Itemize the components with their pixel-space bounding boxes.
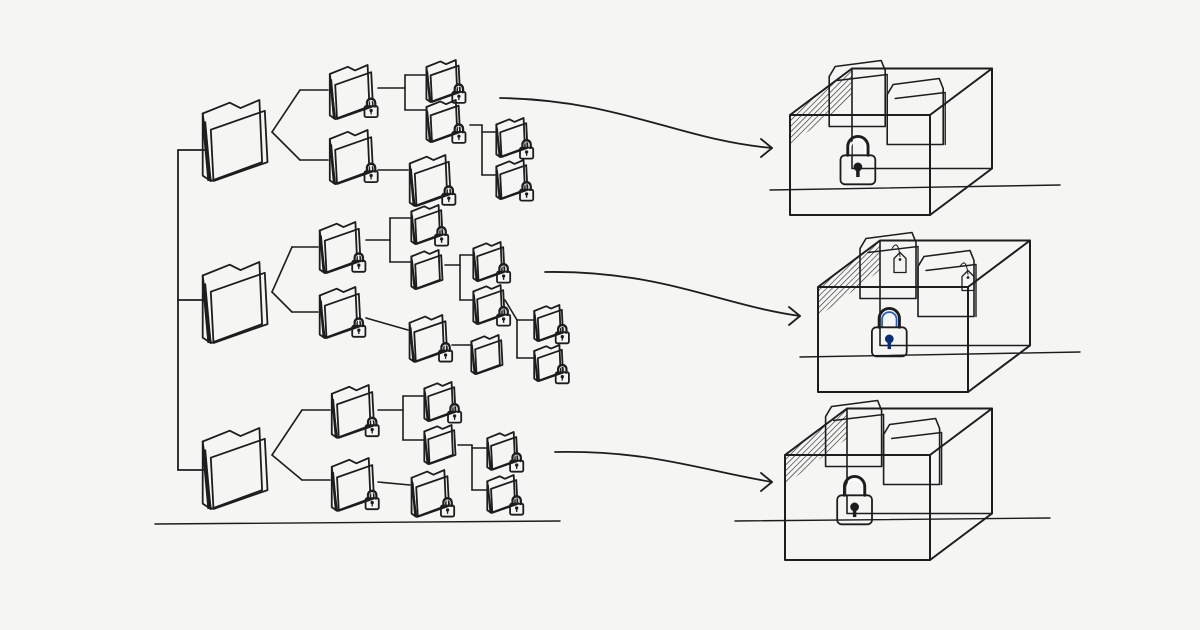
lock-icon <box>870 307 908 358</box>
folder-icon <box>886 77 946 146</box>
storage-box-2 <box>817 231 1031 393</box>
lock-icon <box>451 83 467 104</box>
lock-icon <box>441 185 457 206</box>
folder-icon <box>201 261 269 344</box>
lock-icon <box>440 497 456 518</box>
lock-icon <box>509 452 525 473</box>
lock-icon <box>351 317 367 338</box>
lock-icon <box>451 123 467 144</box>
lock-icon <box>496 263 512 284</box>
lock-icon <box>447 403 463 424</box>
tree-connectors <box>177 74 534 491</box>
arrow-icon <box>554 450 773 492</box>
folder-icon <box>318 286 362 339</box>
folder-icon <box>533 304 564 342</box>
folder-icon <box>495 159 529 200</box>
folder-icon <box>533 344 564 382</box>
folder-icon <box>882 417 943 486</box>
folder-icon <box>425 99 461 143</box>
lock-icon <box>554 323 570 345</box>
folder-icon <box>330 384 375 439</box>
lock-icon <box>438 342 454 363</box>
folder-icon <box>917 249 977 318</box>
box-contents <box>828 59 946 146</box>
lock-icon <box>364 416 380 438</box>
lock-icon <box>509 495 525 516</box>
folder-icon <box>201 427 269 510</box>
folder-tree-2 <box>201 204 570 385</box>
folder-icon <box>423 424 457 465</box>
storage-box-1 <box>789 59 993 216</box>
folder-tree-3 <box>201 381 525 518</box>
storage-box-3 <box>784 399 993 561</box>
folder-icon <box>425 59 461 103</box>
folder-icon <box>328 129 374 185</box>
box-contents <box>859 231 977 318</box>
folder-icon <box>318 221 362 274</box>
arrow-icon <box>544 271 801 326</box>
lock-icon <box>434 226 450 247</box>
lock-icon <box>839 135 877 186</box>
box-contents <box>824 399 943 486</box>
lock-icon <box>496 306 512 327</box>
folder-icon <box>410 204 444 245</box>
folder-icon <box>486 474 519 514</box>
box-layer <box>784 59 1031 561</box>
lock-icon <box>351 252 367 273</box>
folder-icon <box>201 99 269 182</box>
folder-icon <box>472 284 506 325</box>
arrow-layer <box>499 97 801 492</box>
lock-icon <box>363 162 379 183</box>
folder-icon <box>408 314 448 363</box>
folder-tree-1 <box>201 59 535 207</box>
folder-icon <box>408 154 452 207</box>
folder-icon <box>328 64 374 120</box>
lock-icon <box>554 363 570 385</box>
ground-lines <box>154 184 1081 525</box>
folder-icon <box>410 469 450 518</box>
tag-icon <box>891 244 907 274</box>
folder-icon <box>470 334 504 375</box>
lock-icon <box>363 97 379 119</box>
folder-icon <box>472 241 506 282</box>
lock-icon <box>836 475 873 526</box>
folder-icon <box>495 117 529 158</box>
lock-icon <box>519 139 535 160</box>
folder-tree-layer <box>201 59 570 518</box>
lock-icon <box>519 181 535 202</box>
lock-icon <box>364 489 380 511</box>
arrow-icon <box>499 97 773 158</box>
folder-icon <box>410 249 444 290</box>
folder-icon <box>423 381 457 422</box>
folder-icon <box>330 457 375 512</box>
folder-icon <box>486 431 519 471</box>
